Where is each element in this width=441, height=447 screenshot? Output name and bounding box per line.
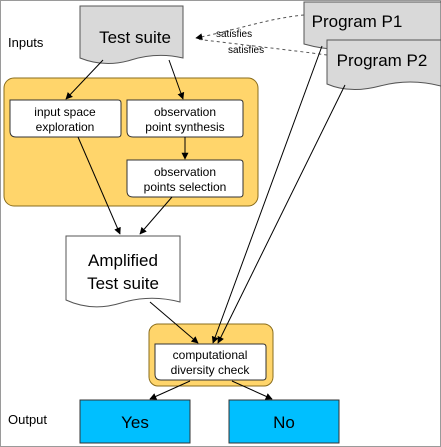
program-p2-node (326, 39, 441, 90)
edge-diversity-to-yes (149, 380, 191, 400)
no-label: No (273, 413, 295, 432)
yes-output-node (79, 399, 191, 444)
amplified-test-suite-node (65, 235, 181, 308)
output-label: Output (8, 412, 47, 427)
edge-p2-to-diversity (217, 84, 346, 344)
obs-synthesis-label-line1: observation (154, 105, 216, 119)
edge-p1-to-diversity (211, 45, 323, 344)
observation-point-synthesis-node (126, 99, 244, 138)
program-p1-label: Program P1 (312, 12, 403, 31)
amplified-label-line1: Amplified (88, 251, 158, 270)
edge-amplified-to-diversity (149, 301, 199, 344)
input-space-exploration-node (9, 99, 122, 138)
program-p2-label: Program P2 (337, 51, 428, 70)
obs-synthesis-label-line2: point synthesis (145, 120, 224, 134)
input-space-label-line1: input space (34, 105, 96, 119)
diversity-label-line2: diversity check (171, 363, 251, 377)
satisfies-label-2: satisfies (228, 45, 264, 56)
edge-testsuite-to-obs-synthesis (168, 59, 185, 100)
diversity-label-line1: computational (173, 348, 248, 362)
test-suite-node (79, 5, 184, 64)
edge-selection-to-amplified (139, 196, 173, 235)
no-output-node (228, 399, 340, 444)
inputs-label: Inputs (8, 35, 44, 50)
yes-label: Yes (121, 413, 149, 432)
satisfies-edge-p1 (195, 14, 305, 41)
computational-diversity-check-node (154, 343, 267, 381)
obs-selection-label-line1: observation (154, 165, 216, 179)
input-space-label-line2: exploration (36, 120, 95, 134)
obs-selection-label-line2: points selection (144, 180, 227, 194)
satisfies-label-1: satisfies (216, 29, 252, 40)
test-suite-label: Test suite (99, 28, 171, 47)
edge-diversity-to-no (231, 380, 273, 400)
satisfies-edge-p2 (195, 38, 328, 56)
amplified-label-line2: Test suite (87, 274, 159, 293)
edge-input-space-to-amplified (77, 136, 121, 235)
edge-testsuite-to-input-space (65, 59, 104, 100)
observation-points-selection-node (126, 159, 244, 198)
